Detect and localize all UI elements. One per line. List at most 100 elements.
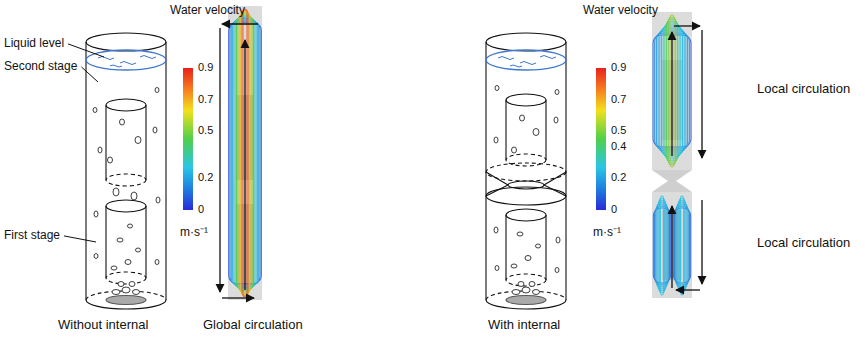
gas-bubble xyxy=(136,248,141,252)
reactor-without-internal xyxy=(86,33,166,309)
colorbar-tick: 0.2 xyxy=(198,171,213,184)
callout-label: Liquid level xyxy=(4,37,64,51)
callout-label: First stage xyxy=(4,229,60,243)
gas-bubbles xyxy=(93,86,560,295)
colorbar-tick: 0.5 xyxy=(611,124,626,137)
gas-bubble xyxy=(529,282,535,287)
reactor-with-internal xyxy=(506,154,546,166)
reactor-without-internal xyxy=(106,99,146,111)
streamline-background xyxy=(652,192,692,298)
gas-bubble xyxy=(120,119,125,125)
gas-bubble xyxy=(495,266,499,271)
streamline-background xyxy=(228,6,262,300)
circulation-arrows xyxy=(701,200,702,284)
reactor-without-internal xyxy=(85,42,86,300)
streamline xyxy=(681,196,684,295)
reactor-without-internal xyxy=(98,56,156,68)
colorbar-tick: 0.4 xyxy=(611,140,626,153)
colorbar-tick: 0.9 xyxy=(198,61,213,74)
callout-label: Second stage xyxy=(4,60,77,74)
gas-bubble xyxy=(512,147,517,153)
color-bar xyxy=(596,68,606,210)
colorbar-unit: m·s⁻¹ xyxy=(593,226,621,240)
reactor-without-internal xyxy=(105,206,106,278)
streamlines xyxy=(229,9,691,297)
reactor-without-internal xyxy=(86,50,166,70)
reactor-without-internal xyxy=(106,174,146,186)
colorbar-tick: 0.5 xyxy=(198,124,213,137)
gas-bubble xyxy=(135,137,141,144)
leader-line xyxy=(81,67,98,82)
panel-caption: Global circulation xyxy=(203,318,303,333)
gas-bubble xyxy=(536,244,541,248)
gas-bubble xyxy=(156,197,160,203)
reactor-without-internal xyxy=(145,105,146,180)
streamline-background xyxy=(228,6,692,300)
gas-bubble xyxy=(153,127,157,133)
reactor-with-internal xyxy=(486,33,566,51)
reactor-with-internal xyxy=(498,56,556,68)
gas-bubble xyxy=(128,224,133,228)
gas-bubble xyxy=(111,266,117,270)
colorbar-tick: 0.7 xyxy=(198,93,213,106)
leader-lines xyxy=(64,44,104,242)
streamline xyxy=(239,13,251,294)
colorbar-title: Water velocity xyxy=(170,4,245,18)
reactor-with-internal xyxy=(545,100,546,160)
reactor-with-internal xyxy=(486,163,566,181)
colorbar-title: Water velocity xyxy=(583,4,658,18)
gas-bubble xyxy=(108,157,113,163)
panel-caption: With internal xyxy=(488,318,560,333)
streamline-background xyxy=(652,12,692,170)
reactor-with-internal xyxy=(506,274,546,286)
leader-line xyxy=(68,44,104,57)
panel-caption: Without internal xyxy=(58,318,148,333)
reactor-with-internal xyxy=(545,215,546,280)
colorbar-tick: 0 xyxy=(611,203,617,216)
gas-bubble xyxy=(155,88,159,93)
gas-bubble xyxy=(494,227,498,233)
reactor-without-internal xyxy=(86,33,166,51)
streamline xyxy=(656,204,669,287)
circulation-arrows xyxy=(671,32,672,156)
gas-bubble xyxy=(533,290,540,295)
gas-bubble xyxy=(129,282,135,287)
gas-bubble xyxy=(125,260,131,265)
reactor-without-internal xyxy=(105,105,106,180)
gas-bubble xyxy=(133,290,140,295)
gas-bubble xyxy=(112,290,120,295)
gas-bubble xyxy=(117,238,123,242)
streamline xyxy=(668,17,675,165)
reactor-without-internal xyxy=(106,272,146,284)
gas-bubble xyxy=(533,129,539,136)
gas-bubble xyxy=(495,86,499,91)
reactor-without-internal xyxy=(165,42,166,300)
reactor-with-internal xyxy=(486,172,566,196)
circulation-arrows xyxy=(674,25,700,26)
gas-bubble xyxy=(494,137,498,143)
circulation-arrows xyxy=(222,297,254,298)
gas-bubble xyxy=(556,237,560,243)
gas-bubble xyxy=(525,256,531,261)
circulation-arrows xyxy=(676,289,700,290)
gas-bubble xyxy=(522,287,530,293)
gas-bubble xyxy=(94,211,98,217)
reactor-with-internal xyxy=(486,50,566,70)
gas-bubble xyxy=(517,232,523,236)
gas-bubble xyxy=(131,192,137,200)
reactor-with-internal xyxy=(505,215,506,280)
gas-bubble xyxy=(94,254,98,259)
reactor-with-internal xyxy=(506,209,546,221)
circulation-arrows xyxy=(244,40,245,290)
gas-bubble xyxy=(555,268,559,273)
colorbar-tick: 0.7 xyxy=(611,93,626,106)
gas-bubble xyxy=(554,117,558,123)
streamline xyxy=(663,23,681,159)
streamline xyxy=(243,9,247,297)
colorbar-tick: 0.9 xyxy=(611,61,626,74)
gas-bubble xyxy=(118,282,124,287)
circulation-arrows xyxy=(219,28,220,292)
reactor-without-internal xyxy=(106,200,146,212)
gas-bubble xyxy=(518,282,524,287)
